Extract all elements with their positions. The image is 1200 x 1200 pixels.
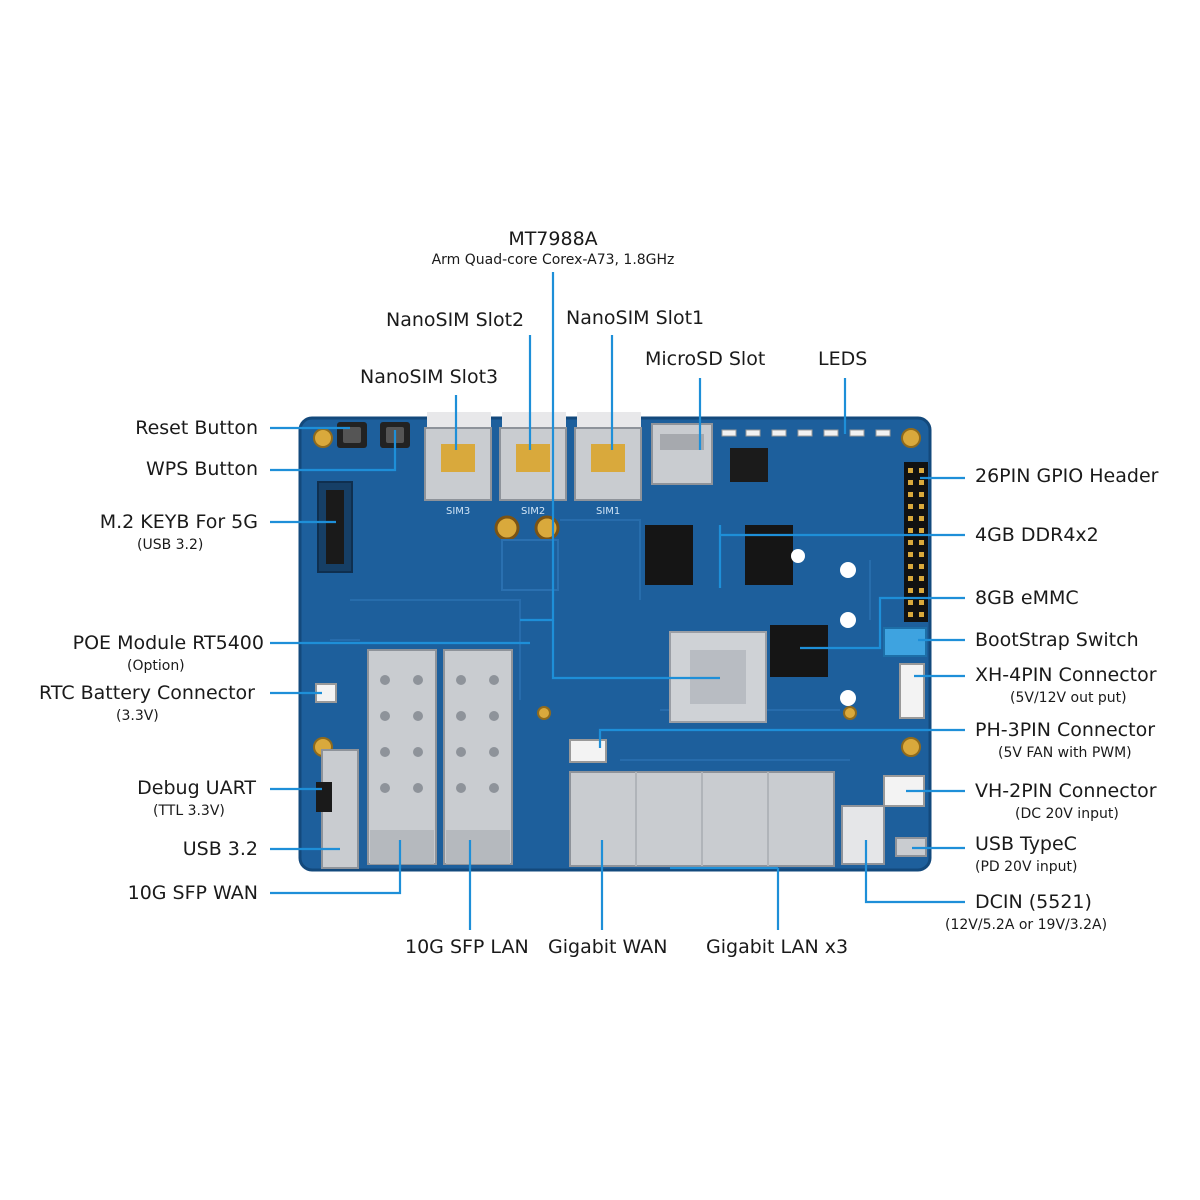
leader-emmc [800,596,965,650]
microsd-slot-part [651,423,713,485]
vh2pin-label: VH-2PIN Connector [975,780,1157,802]
emmc-chip [770,625,828,677]
ddr-label: 4GB DDR4x2 [975,524,1099,546]
poe-module-label: POE Module RT5400 [72,632,264,654]
gpio-header-label: 26PIN GPIO Header [975,465,1159,487]
sfp-lan-label: 10G SFP LAN [405,936,529,958]
bootstrap-switch-label: BootStrap Switch [975,629,1139,651]
gpio-header-part [904,462,928,622]
ddr-chip-1 [645,525,693,585]
leader-chip-soc [551,620,720,680]
leader-sfp-wan [270,840,402,895]
gigabit-wan-label: Gigabit WAN [548,936,668,958]
usb32-label: USB 3.2 [182,838,258,860]
leader-wps [270,430,397,472]
xh4-connector-part [899,663,925,719]
leader-ph3 [598,728,965,748]
leader-dcin [864,840,965,904]
leader-gbe-lan [670,866,780,930]
ph3-connector-part [569,739,607,763]
leader-ddr [718,525,965,588]
sfp-wan-label: 10G SFP WAN [127,882,258,904]
usb-typec-sub-label: (PD 20V input) [975,859,1078,875]
debug-uart-sub-label: (TTL 3.3V) [153,803,225,819]
nanosim-slot1-label: NanoSIM Slot1 [566,307,705,329]
sfp-cages [367,649,513,865]
silk-sim1: SIM1 [596,506,620,517]
nanosim-slot3-label: NanoSIM Slot3 [360,366,499,388]
vh2-connector-part [883,775,925,807]
reset-button-label: Reset Button [135,417,258,439]
wps-button-label: WPS Button [146,458,258,480]
emmc-label: 8GB eMMC [975,587,1079,609]
vh2pin-sub-label: (DC 20V input) [1015,806,1119,822]
chip-name-label: MT7988A [508,228,598,250]
gigabit-lan-label: Gigabit LAN x3 [706,936,849,958]
m2-keyb-sub-label: (USB 3.2) [137,537,204,553]
leds-row [721,429,891,437]
usb-typec-label: USB TypeC [975,833,1077,855]
rtc-battery-sub-label: (3.3V) [116,708,159,724]
ph3pin-label: PH-3PIN Connector [975,719,1155,741]
xh4pin-sub-label: (5V/12V out put) [1010,690,1127,706]
chip-detail-label: Arm Quad-core Corex-A73, 1.8GHz [431,252,675,268]
rtc-battery-label: RTC Battery Connector [39,682,255,704]
leds-label: LEDS [818,348,868,370]
debug-uart-label: Debug UART [137,777,256,799]
m2-keyb-label: M.2 KEYB For 5G [99,511,258,533]
microsd-slot-label: MicroSD Slot [645,348,766,370]
nanosim-slot2-label: NanoSIM Slot2 [386,309,525,331]
ph3pin-sub-label: (5V FAN with PWM) [998,745,1132,761]
dcin-label: DCIN (5521) [975,891,1092,913]
xh4pin-label: XH-4PIN Connector [975,664,1157,686]
dcin-jack-part [841,805,885,865]
silk-sim3: SIM3 [446,506,470,517]
poe-module-sub-label: (Option) [127,658,185,674]
leader-lines [270,272,965,930]
sim-slots [424,412,642,501]
bootstrap-switch-part [883,627,927,657]
silk-sim2: SIM2 [521,506,545,517]
dcin-sub-label: (12V/5.2A or 19V/3.2A) [945,917,1108,933]
